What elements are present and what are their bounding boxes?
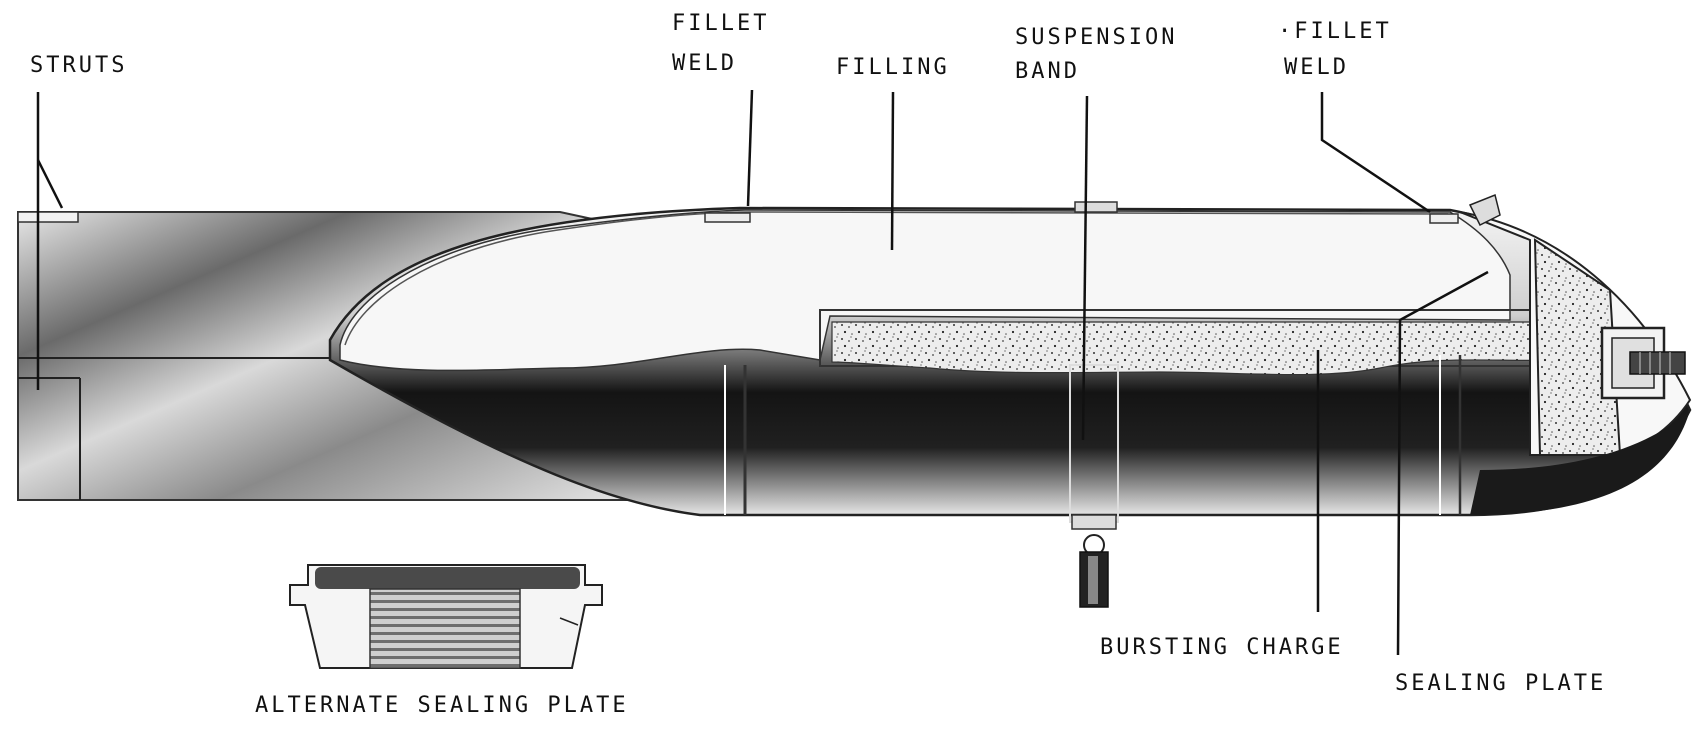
label-alternate-sealing-plate: ALTERNATE SEALING PLATE [255, 693, 629, 718]
label-fillet-weld-right-line1: ·FILLET [1278, 19, 1392, 44]
leader-fillet-weld-right [1320, 92, 1431, 214]
leader-struts-2 [36, 159, 64, 209]
label-sealing-plate: SEALING PLATE [1395, 671, 1607, 696]
label-bursting-charge: BURSTING CHARGE [1100, 635, 1344, 660]
leader-filling [890, 91, 895, 251]
alternate-sealing-plate-drawing [289, 564, 603, 669]
nose-section [1459, 193, 1692, 515]
label-fillet-weld-left-line1: FILLET [672, 11, 770, 36]
label-filling: FILLING [836, 55, 950, 80]
label-fillet-weld-right-line2: WELD [1284, 55, 1349, 80]
leader-lines [36, 89, 1489, 656]
label-struts: STRUTS [30, 53, 128, 78]
leader-fillet-weld-left [746, 89, 754, 207]
label-fillet-weld-left-line2: WELD [672, 51, 737, 76]
suspension-band [1069, 364, 1119, 608]
label-suspension-band-line1: SUSPENSION [1015, 25, 1178, 50]
leader-sealing-plate [1396, 270, 1489, 656]
leader-suspension-band [1081, 95, 1089, 441]
filling-region [339, 201, 1511, 372]
band-lines [724, 355, 1462, 515]
label-suspension-band-line2: BAND [1015, 59, 1080, 84]
